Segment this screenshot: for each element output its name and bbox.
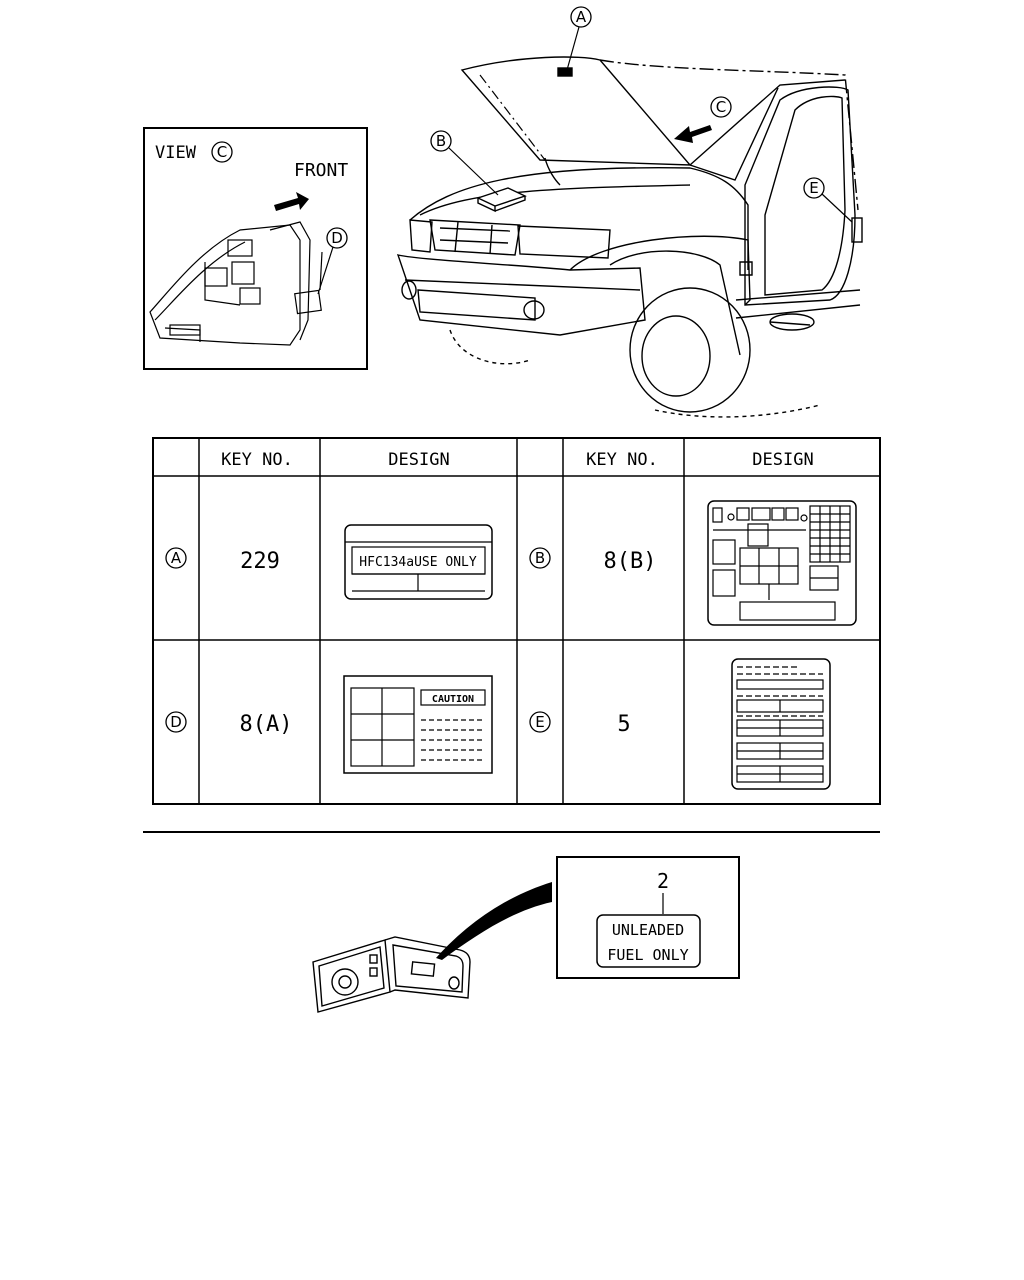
view-c-arrow-icon bbox=[674, 125, 712, 143]
fuel-line-2: FUEL ONLY bbox=[607, 946, 688, 964]
fuel-key-no: 2 bbox=[657, 869, 669, 893]
design-e-label bbox=[731, 658, 831, 790]
front-corner-sketch bbox=[149, 221, 323, 346]
callout-a: A bbox=[576, 8, 587, 26]
row-letter-e: E bbox=[535, 713, 544, 731]
design-d-label: CAUTION bbox=[343, 675, 493, 774]
header-design-2: DESIGN bbox=[752, 450, 813, 470]
design-a-text: HFC134aUSE ONLY bbox=[359, 555, 477, 570]
key-no-e: 5 bbox=[617, 712, 630, 737]
fuel-line-1: UNLEADED bbox=[612, 921, 684, 939]
callouts-main: A B C E bbox=[430, 6, 853, 223]
callout-e: E bbox=[809, 179, 818, 197]
header-key-no-2: KEY NO. bbox=[586, 450, 658, 470]
row-letter-d: D bbox=[170, 713, 182, 731]
fuel-filler-drawing bbox=[312, 936, 471, 1013]
callout-c: C bbox=[716, 98, 726, 116]
key-no-d: 8(A) bbox=[240, 712, 293, 737]
front-arrow-icon bbox=[274, 192, 309, 211]
header-key-no-1: KEY NO. bbox=[221, 450, 293, 470]
fuel-label-box: 2 UNLEADED FUEL ONLY bbox=[556, 856, 740, 979]
key-no-a: 229 bbox=[240, 549, 280, 574]
leader-wedge bbox=[436, 882, 552, 960]
view-c-inset: VIEW C FRONT D bbox=[143, 127, 368, 370]
callout-d-view: D bbox=[331, 229, 343, 247]
row-letter-b: B bbox=[535, 549, 545, 567]
raised-hood bbox=[460, 56, 692, 166]
design-a-label: HFC134aUSE ONLY bbox=[344, 524, 493, 600]
header-design-1: DESIGN bbox=[388, 450, 449, 470]
view-label: VIEW bbox=[155, 143, 197, 163]
label-table: KEY NO. DESIGN KEY NO. DESIGN A 229 HFC1… bbox=[152, 437, 881, 805]
design-b-label bbox=[707, 500, 857, 626]
row-letter-a: A bbox=[171, 549, 182, 567]
key-no-b: 8(B) bbox=[604, 549, 657, 574]
vehicle-drawing bbox=[396, 56, 863, 418]
design-d-text: CAUTION bbox=[432, 694, 474, 705]
view-letter: C bbox=[217, 143, 227, 161]
callout-b: B bbox=[436, 132, 446, 150]
front-label: FRONT bbox=[294, 160, 348, 181]
